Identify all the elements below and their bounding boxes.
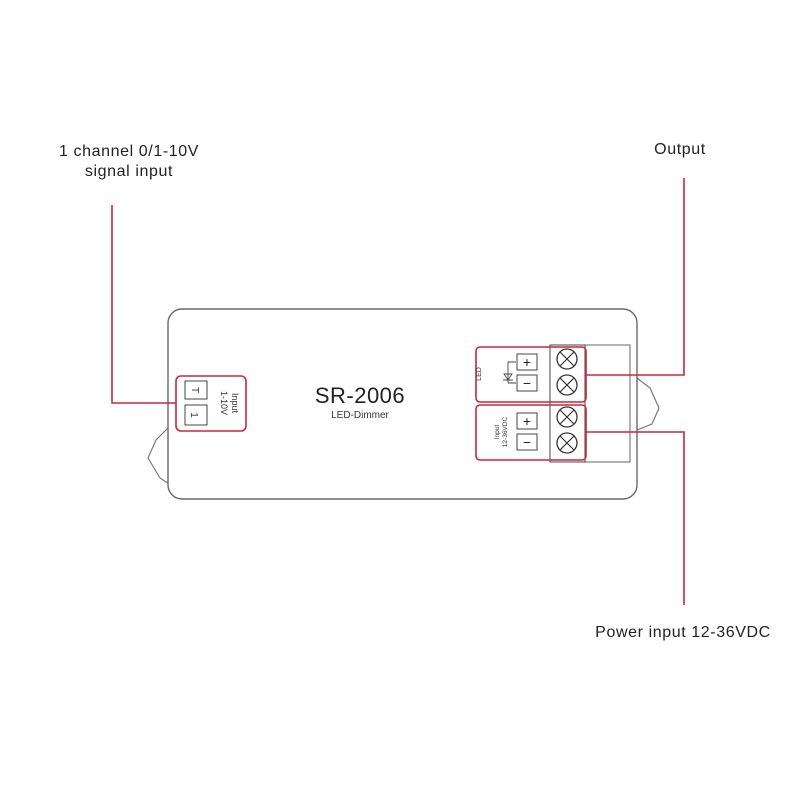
model-name: SR-2006 bbox=[315, 383, 405, 408]
screw-terminal-1 bbox=[556, 348, 578, 370]
led-diode-icon bbox=[503, 373, 513, 381]
signal-input-callout-line2: signal input bbox=[84, 163, 174, 180]
model-subtitle: LED-Dimmer bbox=[331, 410, 389, 421]
signal-pin-1-label: 1 bbox=[188, 412, 199, 418]
power-plus-sign: + bbox=[523, 413, 531, 429]
screw-terminal-4 bbox=[556, 432, 578, 454]
led-plus-sign: + bbox=[523, 354, 531, 370]
signal-input-label: Input bbox=[230, 393, 240, 414]
device-body bbox=[167, 308, 638, 500]
power-input-leader-line bbox=[586, 431, 685, 605]
left-mounting-ear bbox=[147, 427, 173, 487]
output-leader-line bbox=[586, 178, 685, 376]
power-plus-box bbox=[516, 412, 538, 430]
output-callout: Output bbox=[654, 141, 706, 158]
power-minus-sign: − bbox=[523, 434, 531, 450]
screw-terminal-2 bbox=[556, 374, 578, 396]
screw-terminal-3 bbox=[556, 406, 578, 428]
screw-terminal-strip bbox=[549, 344, 586, 463]
power-input-callout: Power input 12-36VDC bbox=[595, 624, 771, 641]
led-minus-sign: − bbox=[523, 375, 531, 391]
signal-input-callout: 1 channel 0/1-10V signal input bbox=[40, 142, 218, 182]
power-minus-box bbox=[516, 433, 538, 451]
led-label: LED bbox=[476, 367, 483, 381]
screw-terminals bbox=[556, 348, 578, 454]
signal-input-range-label: 1-10V bbox=[219, 391, 229, 415]
led-plus-box bbox=[516, 353, 538, 371]
power-input-range-label: 12-36VDC bbox=[502, 417, 509, 448]
signal-pin-1 bbox=[184, 404, 208, 426]
power-input-label: Input bbox=[494, 425, 501, 440]
signal-pin-t-label: T bbox=[189, 387, 200, 393]
led-minus-box bbox=[516, 374, 538, 392]
signal-input-callout-line1: 1 channel 0/1-10V bbox=[58, 143, 200, 160]
signal-pin-t bbox=[184, 380, 208, 400]
right-cable-clamp bbox=[636, 377, 660, 431]
signal-input-leader-line bbox=[111, 205, 176, 404]
